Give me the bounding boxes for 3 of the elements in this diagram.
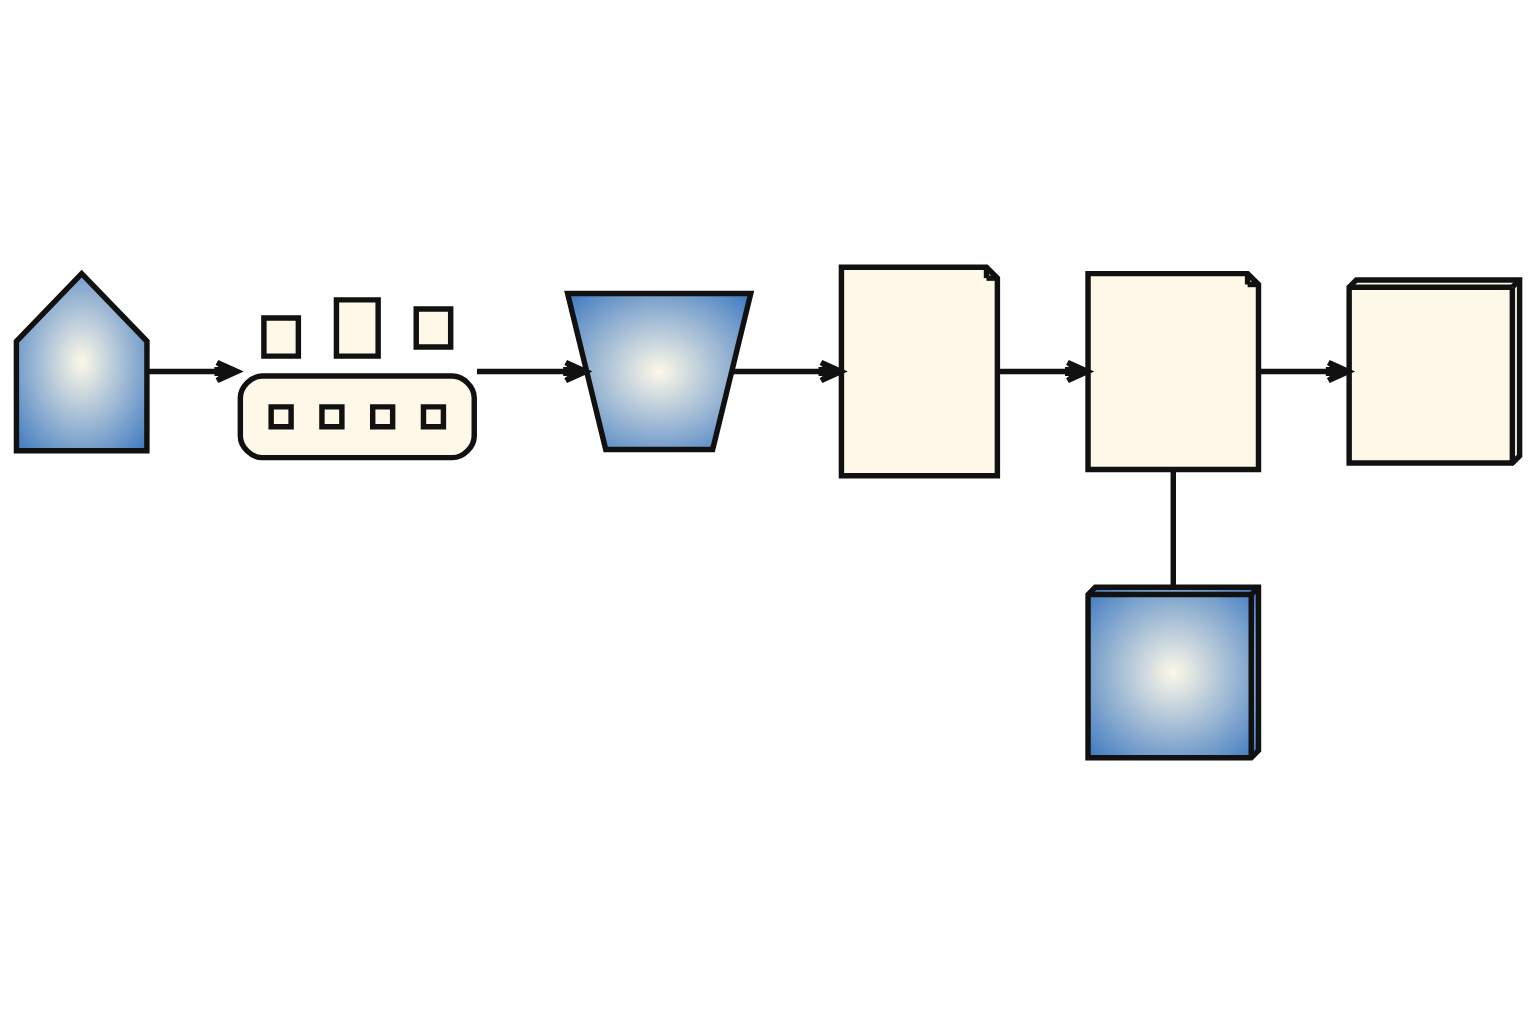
arrow [1258, 359, 1352, 383]
node-picture [13, 269, 150, 453]
connector [1170, 469, 1176, 587]
